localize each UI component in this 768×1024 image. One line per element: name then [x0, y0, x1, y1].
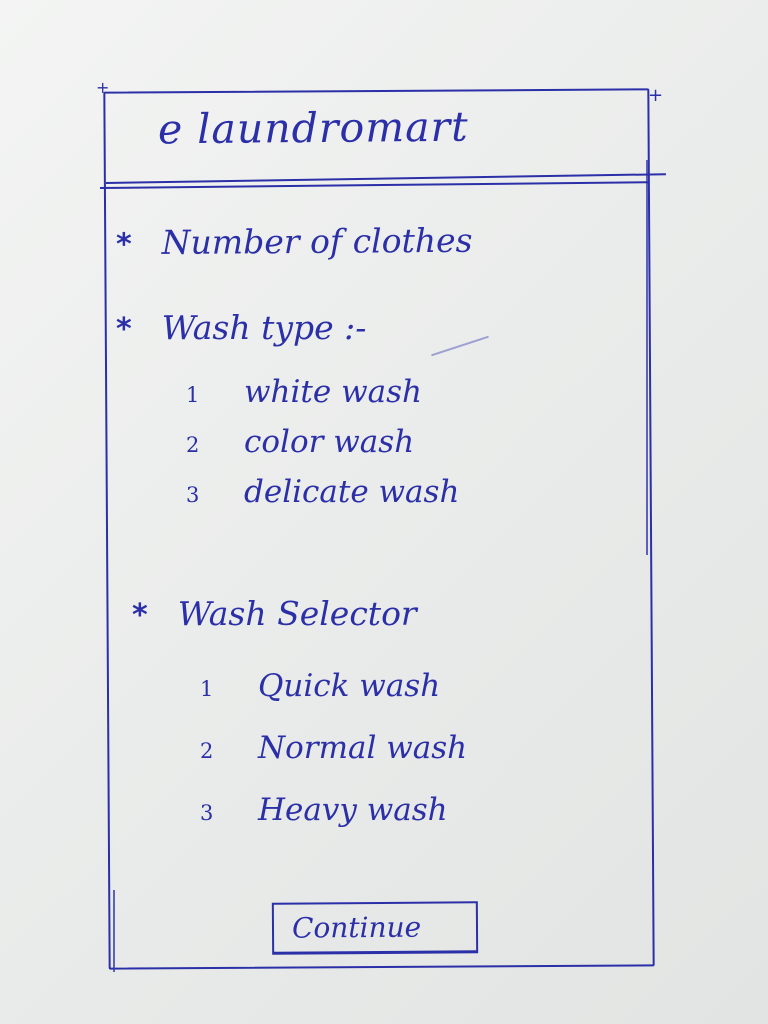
bullet-star-icon: *: [132, 598, 148, 633]
frame-stroke-left: [113, 890, 115, 972]
option-number: 2: [200, 739, 214, 763]
wash-type-label: Wash type :-: [161, 308, 367, 347]
wash-type-heading: * Wash type :-: [116, 308, 366, 347]
bullet-star-icon: *: [115, 227, 132, 263]
wash-selector-label: Wash Selector: [177, 594, 417, 633]
option-label: color wash: [244, 424, 415, 460]
frame-stroke-right: [646, 160, 648, 555]
wash-type-options: 1 white wash 2 color wash 3 delicate was…: [186, 374, 459, 524]
continue-button[interactable]: Continue: [271, 901, 479, 955]
bullet-star-icon: *: [116, 312, 132, 347]
wash-selector-option-heavy[interactable]: 3 Heavy wash: [200, 792, 467, 854]
option-label: delicate wash: [244, 474, 460, 510]
option-label: Heavy wash: [258, 792, 448, 828]
option-number: 3: [200, 801, 214, 825]
option-number: 2: [186, 433, 200, 457]
wash-selector-heading: * Wash Selector: [132, 594, 417, 633]
wash-type-option-white[interactable]: 1 white wash: [186, 374, 459, 424]
wash-selector-option-normal[interactable]: 2 Normal wash: [200, 730, 467, 792]
option-label: Normal wash: [258, 730, 468, 766]
wash-type-option-delicate[interactable]: 3 delicate wash: [186, 474, 459, 524]
wash-selector-options: 1 Quick wash 2 Normal wash 3 Heavy wash: [200, 668, 467, 854]
option-label: Quick wash: [258, 668, 441, 704]
option-number: 1: [200, 677, 214, 701]
clothes-count-field[interactable]: * Number of clothes: [116, 221, 473, 262]
wash-type-option-color[interactable]: 2 color wash: [186, 424, 459, 474]
wash-selector-option-quick[interactable]: 1 Quick wash: [200, 668, 467, 730]
corner-tick-icon: +: [96, 78, 110, 97]
option-number: 1: [186, 383, 200, 407]
app-title: e laundromart: [157, 102, 469, 154]
clothes-count-label: Number of clothes: [161, 220, 473, 262]
corner-tick-icon: +: [648, 85, 664, 106]
option-number: 3: [186, 483, 200, 507]
option-label: white wash: [244, 374, 422, 410]
